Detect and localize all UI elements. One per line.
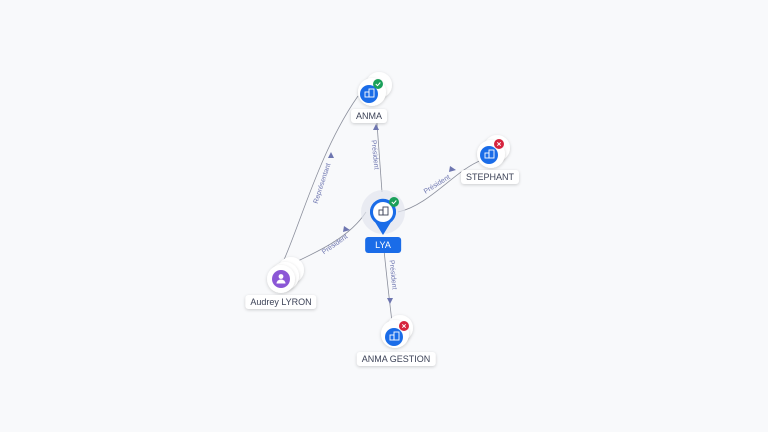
edge-label: Président bbox=[387, 260, 397, 290]
node-label-anma-gestion[interactable]: ANMA GESTION bbox=[356, 352, 436, 366]
company-icon bbox=[484, 149, 495, 159]
node-lya[interactable] bbox=[361, 190, 405, 235]
edge-lya-anma bbox=[375, 109, 383, 193]
edge-arrow bbox=[373, 124, 379, 130]
node-anma-gestion[interactable] bbox=[381, 315, 413, 348]
status-active-icon bbox=[389, 197, 399, 207]
edge-arrow bbox=[387, 298, 393, 304]
edge-label: Président bbox=[321, 233, 349, 256]
company-icon bbox=[364, 88, 375, 98]
edge-lya-stephant bbox=[397, 159, 483, 213]
edge-lya-anma-gestion bbox=[383, 249, 393, 323]
node-label-anma[interactable]: ANMA bbox=[350, 109, 388, 123]
node-label-audrey-lyron[interactable]: Audrey LYRON bbox=[245, 295, 317, 309]
edge-arrow bbox=[343, 226, 350, 232]
node-label-lya[interactable]: LYA bbox=[365, 237, 401, 253]
edge-label: Président bbox=[423, 174, 452, 196]
edge-label: Représentant bbox=[313, 162, 333, 204]
edge-audrey-anma bbox=[282, 95, 359, 263]
node-audrey-lyron[interactable] bbox=[267, 257, 304, 293]
company-icon bbox=[389, 331, 400, 341]
node-stephant[interactable] bbox=[477, 135, 510, 168]
company-icon bbox=[378, 206, 389, 216]
status-active-icon bbox=[373, 79, 383, 89]
person-icon bbox=[276, 274, 286, 284]
node-label-stephant[interactable]: STEPHANT bbox=[460, 170, 520, 184]
edge-arrow bbox=[328, 152, 334, 158]
edge-label: Président bbox=[369, 140, 379, 170]
node-anma[interactable] bbox=[358, 72, 392, 106]
edge-arrow bbox=[449, 166, 456, 172]
